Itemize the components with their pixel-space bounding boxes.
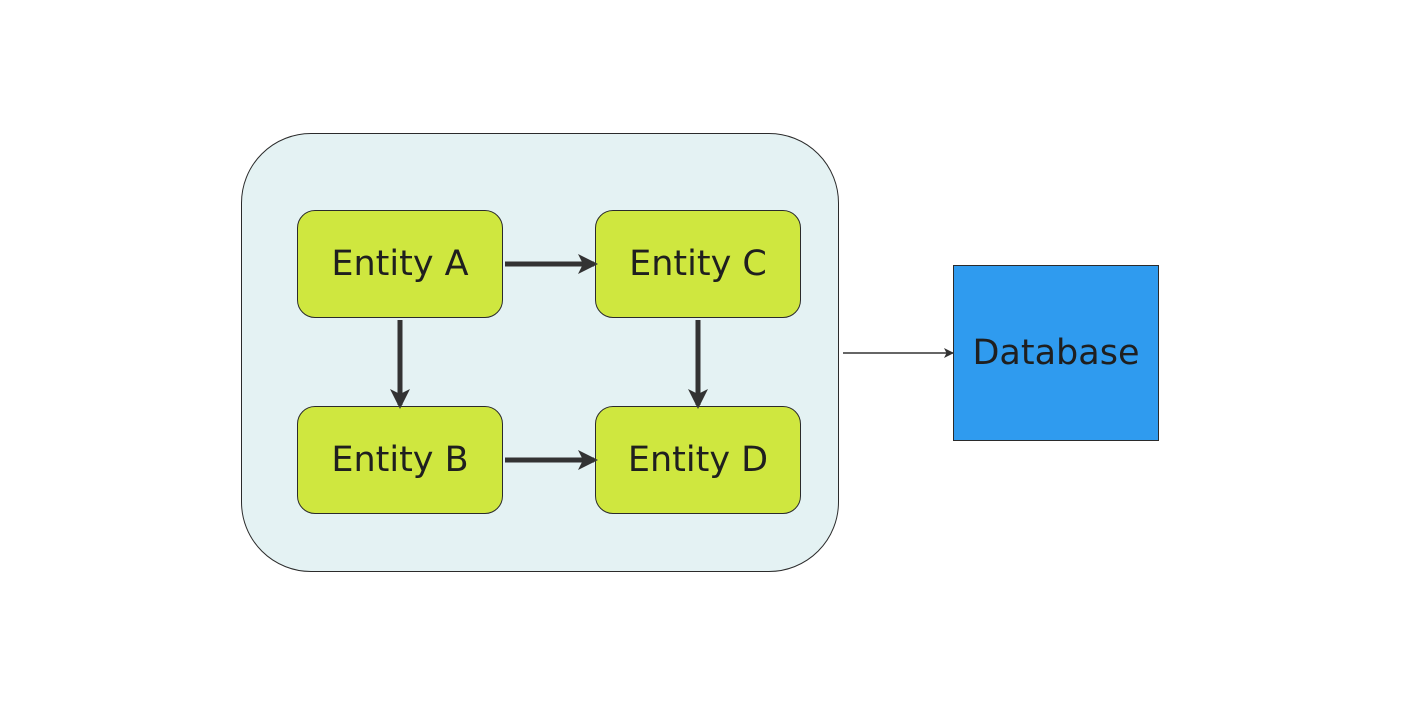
entity-c-node[interactable]: Entity C (595, 210, 801, 318)
database-label: Database (972, 333, 1140, 373)
entity-b-label: Entity B (331, 440, 469, 480)
entity-d-node[interactable]: Entity D (595, 406, 801, 514)
entity-b-node[interactable]: Entity B (297, 406, 503, 514)
entity-c-label: Entity C (629, 244, 767, 284)
entity-a-label: Entity A (331, 244, 469, 284)
entity-d-label: Entity D (627, 440, 769, 480)
entity-a-node[interactable]: Entity A (297, 210, 503, 318)
